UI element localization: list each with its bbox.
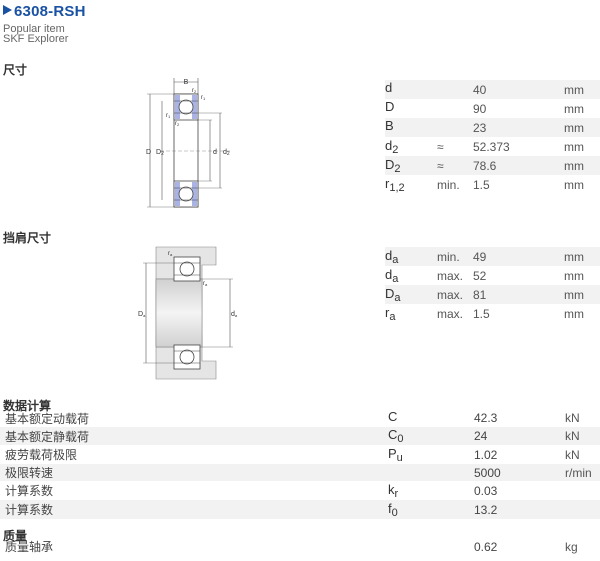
svg-text:da: da (231, 311, 238, 318)
svg-text:D: D (146, 149, 151, 156)
popular-item-label: Popular item (3, 23, 65, 35)
svg-text:ra: ra (203, 281, 208, 287)
product-title: 6308-RSH (3, 3, 86, 20)
svg-text:r1: r1 (166, 113, 171, 119)
section-calc-heading: 数据计算 (3, 399, 52, 413)
section-dimensions-heading: 尺寸 (3, 63, 28, 77)
brand-label: SKF Explorer (3, 33, 69, 45)
product-code: 6308-RSH (14, 3, 86, 20)
svg-text:Da: Da (138, 311, 146, 318)
svg-text:r2: r2 (192, 88, 197, 94)
svg-text:B: B (184, 79, 189, 86)
svg-text:d: d (213, 149, 217, 156)
svg-text:r1: r1 (201, 95, 206, 101)
bearing-dimension-diagram: B r2 r1 r1 r2 D D2 d d2 (146, 78, 230, 208)
svg-text:r2: r2 (175, 121, 180, 127)
abutment-diagram: ra ra Da da (138, 246, 238, 380)
svg-text:D2: D2 (156, 149, 164, 157)
svg-text:ra: ra (168, 251, 173, 257)
section-mass-heading: 质量 (3, 529, 28, 543)
triangle-right-icon (3, 5, 12, 15)
section-abutment-heading: 挡肩尺寸 (3, 231, 52, 245)
svg-text:d2: d2 (223, 149, 230, 157)
